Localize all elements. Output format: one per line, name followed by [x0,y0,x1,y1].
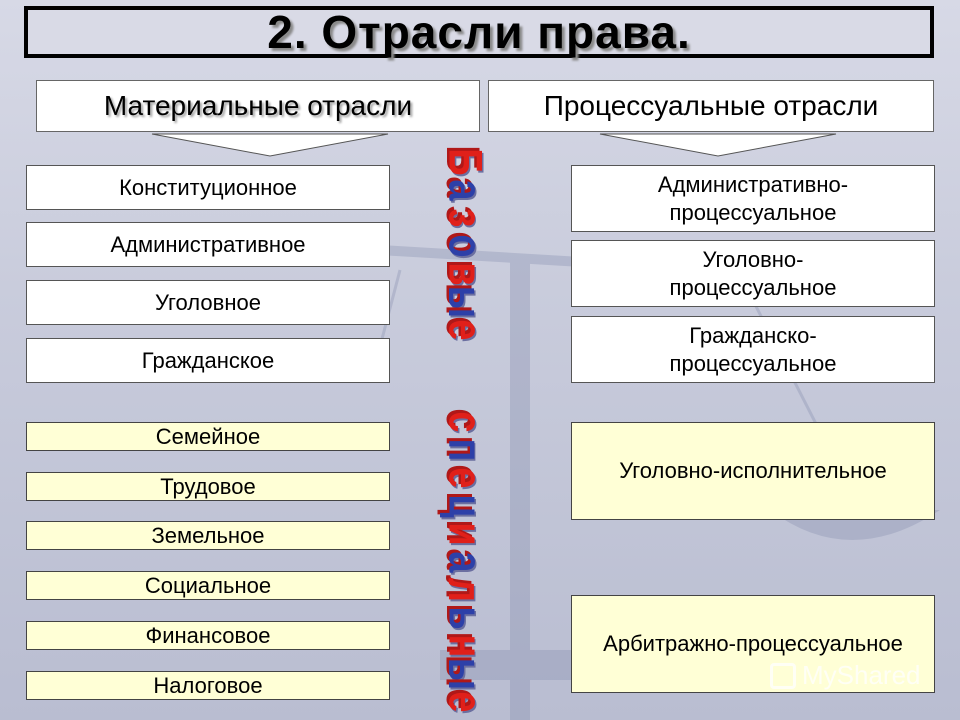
procedural-basic-item: Гражданско- процессуальное [571,316,935,383]
procedural-basic-label: Уголовно- процессуальное [669,247,837,300]
procedural-special-label: Уголовно-исполнительное [619,458,887,484]
material-basic-item: Уголовное [26,280,390,325]
header-material-label: Материальные отрасли [103,90,413,121]
material-special-label: Налоговое [153,672,263,698]
vertical-letter: ь [437,606,491,630]
header-procedural: Процессуальные отрасли [488,80,934,132]
header-material: Материальные отрасли [36,80,480,132]
material-basic-item: Административное [26,222,390,267]
vertical-letter: с [437,411,491,433]
material-basic-label: Уголовное [155,289,261,315]
material-special-item: Социальное [26,571,390,600]
vertical-letter: ц [437,494,491,518]
vertical-letter: в [437,262,491,286]
vertical-letter: е [437,319,491,341]
material-special-label: Земельное [151,522,265,548]
material-special-item: Налоговое [26,671,390,700]
procedural-special-label: Арбитражно-процессуальное [603,631,903,657]
material-basic-label: Административное [110,231,306,257]
vertical-letter: з [437,208,491,228]
watermark: MyShared [770,660,921,691]
vertical-letter: а [437,551,491,573]
vertical-letter: л [437,577,491,603]
page-title: 2. Отрасли права. [267,6,691,58]
header-procedural-label: Процессуальные отрасли [543,90,879,121]
vertical-letter: о [437,234,491,258]
procedural-special-item: Уголовно-исполнительное [571,422,935,520]
procedural-basic-label: Гражданско- процессуальное [669,323,837,376]
material-special-item: Финансовое [26,621,390,650]
vertical-letter: н [437,634,491,658]
material-special-label: Трудовое [160,473,256,499]
title-frame: 2. Отрасли права. [24,6,934,58]
watermark-icon [770,662,796,689]
arrow-down-icon [151,133,389,157]
material-basic-item: Гражданское [26,338,390,383]
material-special-label: Финансовое [145,622,271,648]
vertical-letter: е [437,691,491,713]
arrow-down-icon [599,133,837,157]
material-basic-item: Конституционное [26,165,390,210]
vertical-letter: Б [437,148,491,176]
material-basic-label: Гражданское [141,347,275,373]
vertical-letter: а [437,179,491,201]
procedural-basic-item: Уголовно- процессуальное [571,240,935,307]
watermark-text: MyShared [802,660,921,690]
material-special-label: Семейное [155,423,261,449]
vertical-letter: е [437,467,491,489]
vertical-letter: ы [437,657,491,691]
procedural-special-item: Арбитражно-процессуальное [571,595,935,693]
vertical-letter: ы [437,285,491,319]
material-special-label: Социальное [144,572,272,598]
procedural-basic-item: Административно- процессуальное [571,165,935,232]
material-basic-label: Конституционное [119,174,297,200]
material-special-item: Трудовое [26,472,390,501]
procedural-basic-label: Административно- процессуальное [657,172,849,225]
vertical-letter: п [437,438,491,462]
material-special-item: Земельное [26,521,390,550]
vertical-letter: и [437,522,491,546]
material-special-item: Семейное [26,422,390,451]
